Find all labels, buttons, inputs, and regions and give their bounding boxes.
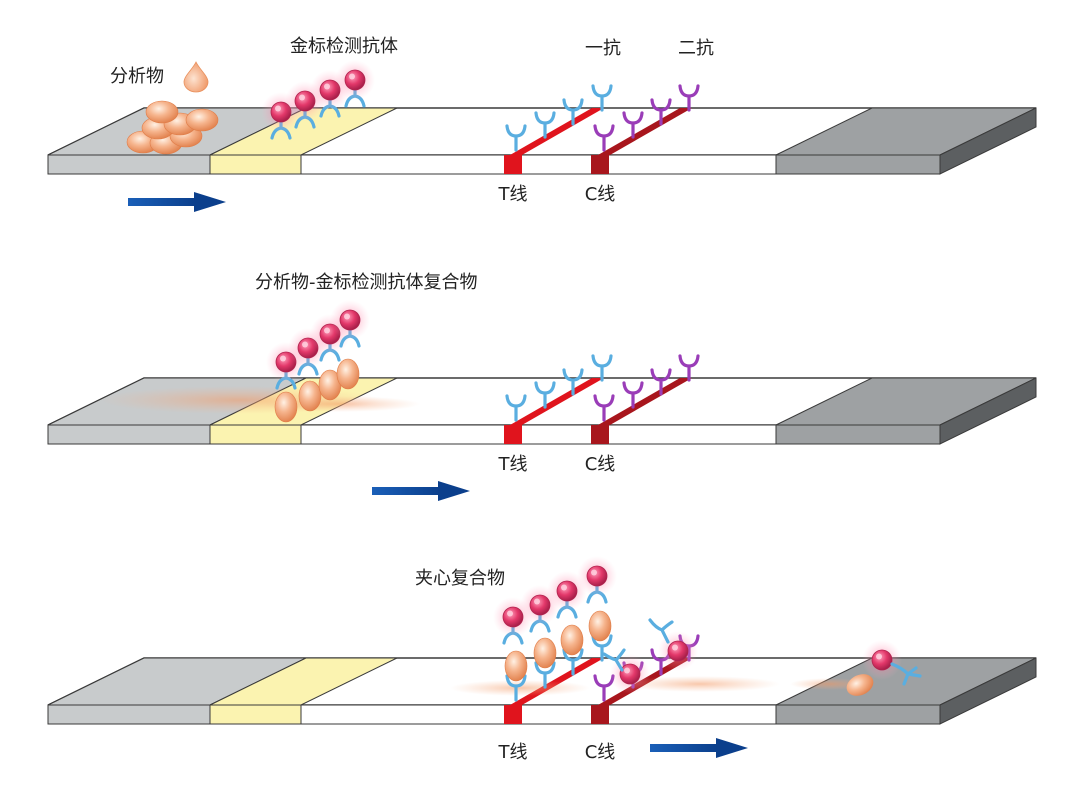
panel-3-control-line-label: C线 xyxy=(585,742,616,763)
panel-1-gold-antibody-label: 金标检测抗体 xyxy=(290,36,398,57)
panel-1-analyte-label: 分析物 xyxy=(110,66,164,87)
panel-1-primary-antibody-label: 一抗 xyxy=(585,38,621,59)
panel-1-flow-arrow xyxy=(128,192,226,212)
panel-2-control-line-label: C线 xyxy=(585,454,616,475)
panel-1-secondary-antibody-label: 二抗 xyxy=(678,38,714,59)
panel-3-absorbent-pad-residue xyxy=(846,639,922,696)
panel-3-flow-arrow xyxy=(650,738,748,758)
panel-2-complex-label: 分析物-金标检测抗体复合物 xyxy=(255,272,478,293)
panel-1-control-line-label: C线 xyxy=(585,184,616,205)
panel-1-test-line-label: T线 xyxy=(498,184,528,205)
panel-3-control-line-capture xyxy=(593,618,700,702)
panel-3-analyte-smear xyxy=(450,676,870,696)
panel-2-flow-arrow xyxy=(372,481,470,501)
panel-1-analyte-drop-icon xyxy=(183,61,209,93)
panel-2-test-line-label: T线 xyxy=(498,454,528,475)
panel-3-test-line-label: T线 xyxy=(498,742,528,763)
panel-3-sandwich-label: 夹心复合物 xyxy=(415,568,505,589)
